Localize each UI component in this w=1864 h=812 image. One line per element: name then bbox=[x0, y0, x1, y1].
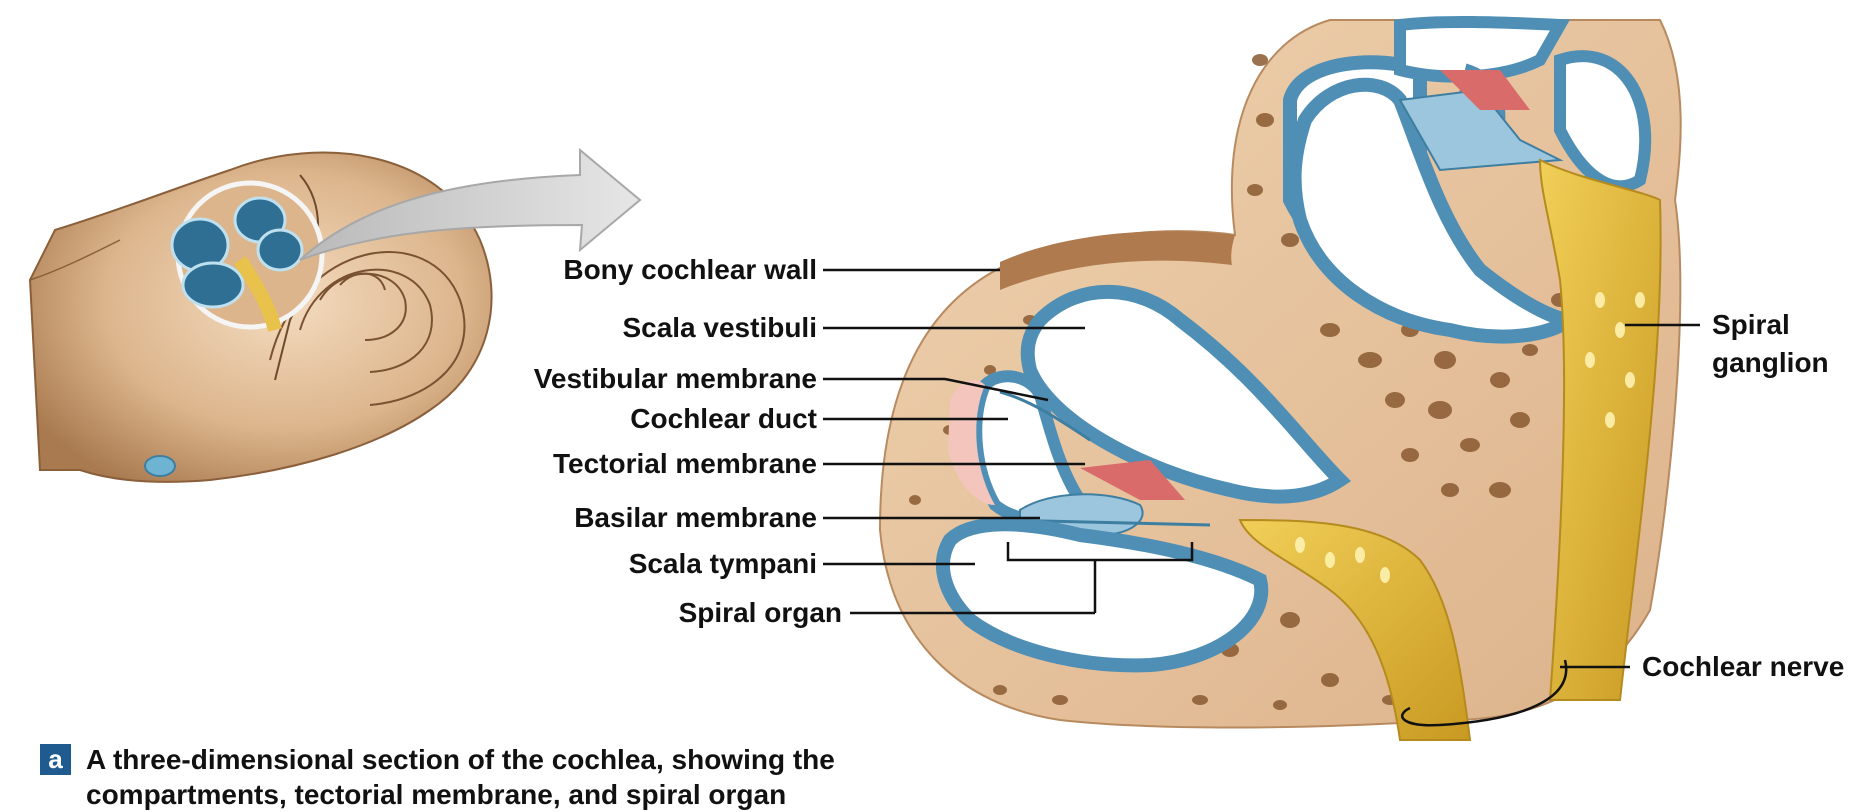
round-window-icon bbox=[144, 455, 176, 477]
label-vestibular-membrane: Vestibular membrane bbox=[533, 363, 817, 394]
label-bony-cochlear-wall: Bony cochlear wall bbox=[563, 254, 817, 285]
caption-text: A three-dimensional section of the cochl… bbox=[86, 744, 835, 810]
leader-lines bbox=[823, 268, 1700, 727]
label-spiral-ganglion-line2: ganglion bbox=[1712, 347, 1829, 378]
label-basilar-membrane: Basilar membrane bbox=[574, 502, 817, 533]
ganglion-cells bbox=[1295, 292, 1645, 583]
label-tectorial-membrane: Tectorial membrane bbox=[552, 448, 817, 479]
label-scala-vestibuli: Scala vestibuli bbox=[622, 312, 817, 343]
label-cochlear-nerve: Cochlear nerve bbox=[1642, 651, 1845, 682]
magnify-arrow-icon bbox=[299, 147, 642, 261]
label-cochlear-duct: Cochlear duct bbox=[630, 403, 817, 434]
label-spiral-organ: Spiral organ bbox=[678, 597, 842, 628]
cochlea-cross-section bbox=[878, 15, 1682, 741]
label-spiral-ganglion-line1: Spiral bbox=[1712, 309, 1790, 340]
caption-badge: a bbox=[40, 744, 71, 775]
label-scala-tympani: Scala tympani bbox=[628, 548, 817, 579]
spiral-organ-bracket bbox=[1006, 542, 1194, 562]
cochlear-nerve-bracket bbox=[1400, 659, 1568, 727]
